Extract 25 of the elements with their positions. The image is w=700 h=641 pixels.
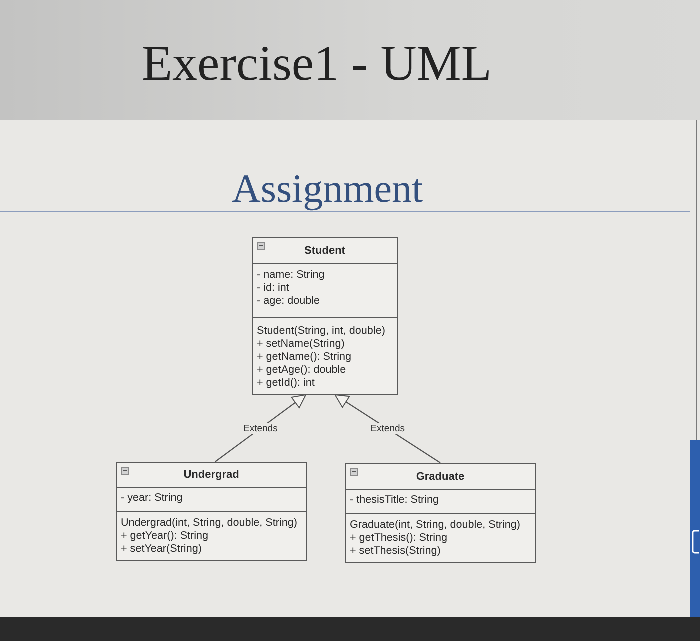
class-name: Student <box>304 244 346 256</box>
slide-title: Exercise1 - UML <box>142 38 492 88</box>
attribute-text: - year: String <box>121 492 183 505</box>
method-text: Graduate(int, String, double, String) <box>350 519 520 532</box>
class-box <box>252 237 398 395</box>
class-box <box>345 463 536 563</box>
method-text: Student(String, int, double) <box>257 325 386 338</box>
class-name: Undergrad <box>184 469 240 481</box>
method-text: + getThesis(): String <box>350 532 448 545</box>
method-text: Undergrad(int, String, double, String) <box>121 517 298 530</box>
method-text: + getId(): int <box>257 377 315 390</box>
method-text: + getAge(): double <box>257 364 346 377</box>
method-text: + getName(): String <box>257 351 352 364</box>
edge-label: Extends <box>370 424 406 434</box>
attribute-text: - id: int <box>257 282 290 295</box>
method-text: + setThesis(String) <box>350 545 441 558</box>
method-text: + setYear(String) <box>121 543 202 556</box>
attribute-text: - name: String <box>257 269 325 282</box>
method-text: + getYear(): String <box>121 530 209 543</box>
class-name: Graduate <box>416 470 465 482</box>
method-text: + setName(String) <box>257 338 345 351</box>
class-box <box>116 462 307 561</box>
attribute-text: - thesisTitle: String <box>350 494 440 507</box>
slide-subtitle: Assignment <box>232 169 424 209</box>
attribute-text: - age: double <box>257 295 320 308</box>
